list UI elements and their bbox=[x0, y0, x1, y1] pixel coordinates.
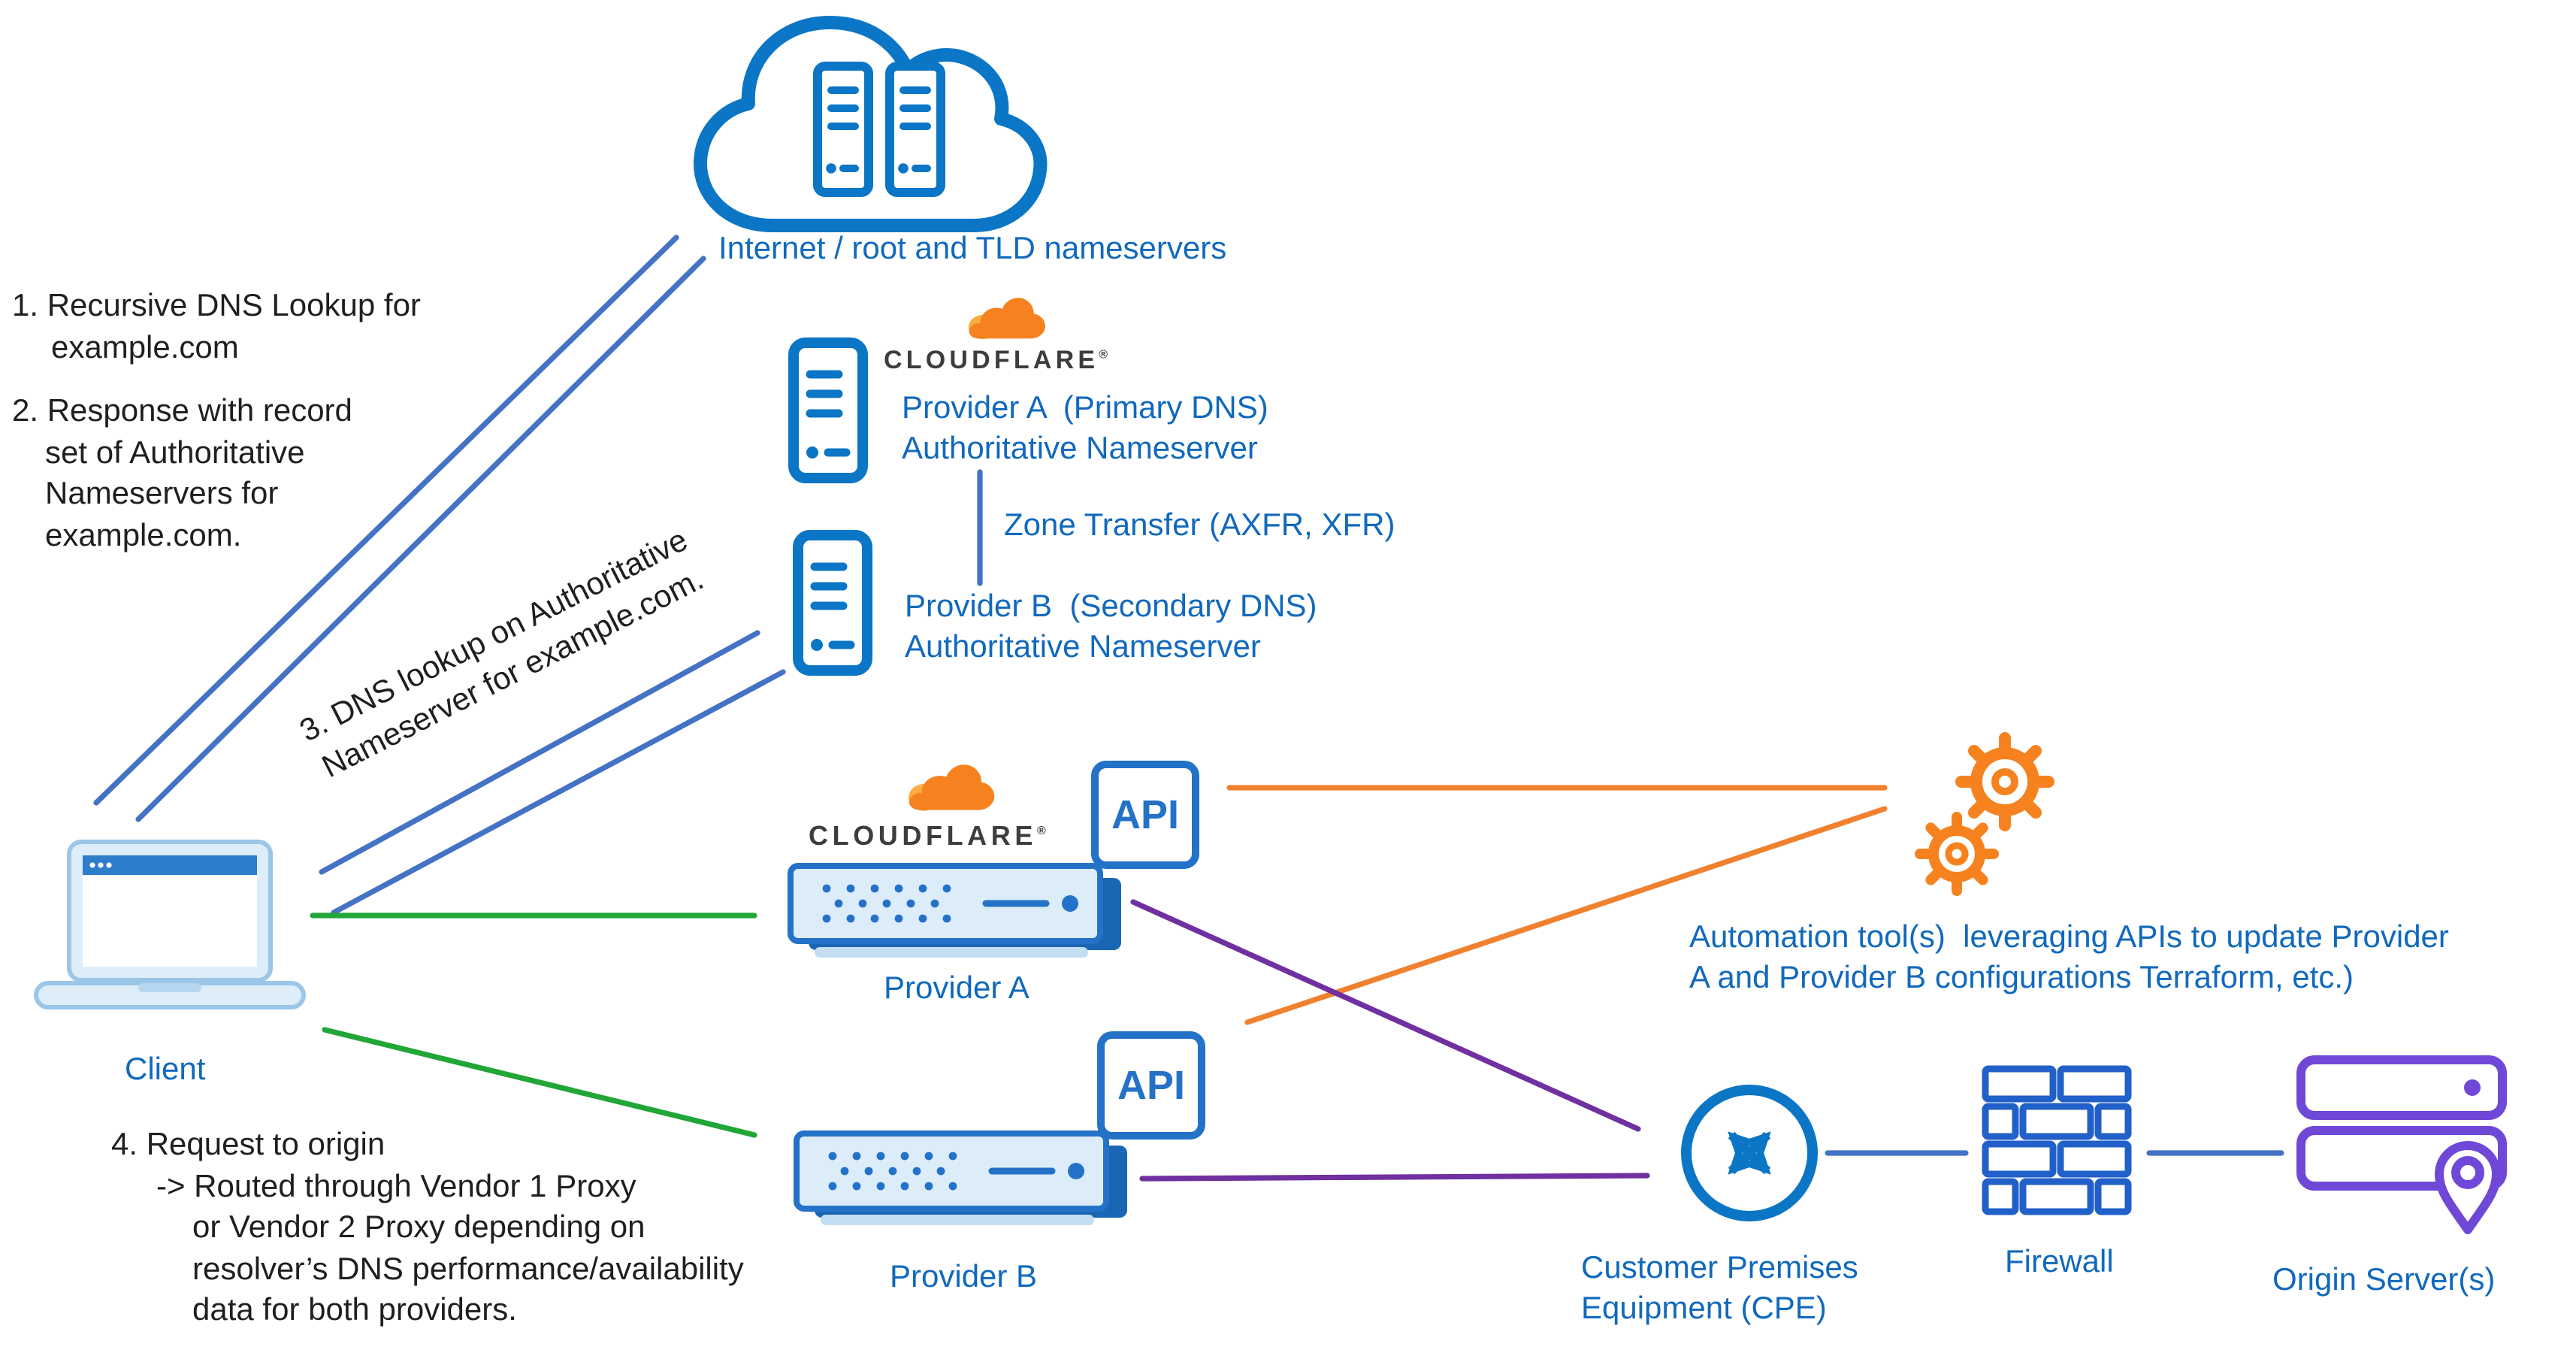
annotation-step4-line4: resolver’s DNS performance/availability bbox=[192, 1252, 744, 1286]
cloudflare-trademark-proxy: ® bbox=[1037, 824, 1046, 837]
arrow-provider-b-cpe bbox=[1139, 1173, 1650, 1182]
cloudflare-logo-cloud-icon-proxy bbox=[902, 758, 998, 815]
firewall-icon bbox=[1982, 1065, 2132, 1215]
automation-label: Automation tool(s) leveraging APIs to up… bbox=[1689, 917, 2561, 998]
annotation-step2: 2. Response with record set of Authorita… bbox=[12, 391, 352, 556]
client-laptop-icon bbox=[34, 840, 306, 1009]
annotation-step2-line2: set of Authoritative bbox=[45, 435, 305, 470]
provider-a-api-badge: API bbox=[1091, 761, 1199, 869]
provider-b-api-badge: API bbox=[1097, 1031, 1205, 1140]
internet-label: Internet / root and TLD nameservers bbox=[718, 232, 1227, 266]
annotation-step1-line2: example.com bbox=[51, 330, 239, 365]
provider-a-ns-label: Provider A (Primary DNS) Authoritative N… bbox=[902, 388, 1268, 469]
origin-label: Origin Server(s) bbox=[2272, 1263, 2496, 1297]
provider-b-api-label: API bbox=[1117, 1062, 1185, 1107]
arrow-client-provider-b bbox=[322, 1027, 757, 1138]
cloudflare-wordmark-text: CLOUDFLARE bbox=[884, 346, 1099, 374]
annotation-step2-line1: 2. Response with record bbox=[12, 394, 352, 428]
cloudflare-wordmark: CLOUDFLARE® bbox=[884, 346, 1108, 376]
provider-a-ns-name: Provider A (Primary DNS) bbox=[902, 391, 1268, 425]
cpe-label-line2: Equipment (CPE) bbox=[1581, 1291, 1827, 1326]
provider-a-ns-role: Authoritative Nameserver bbox=[902, 431, 1258, 466]
provider-b-proxy-label: Provider B bbox=[890, 1260, 1038, 1294]
provider-a-proxy-appliance-icon bbox=[788, 860, 1130, 962]
provider-b-ns-label: Provider B (Secondary DNS) Authoritative… bbox=[905, 586, 1317, 667]
cpe-label-line1: Customer Premises bbox=[1581, 1251, 1858, 1285]
provider-b-ns-role: Authoritative Nameserver bbox=[905, 630, 1261, 664]
arrow-provider-a-cpe bbox=[1130, 899, 1641, 1132]
root-nameserver-icons bbox=[813, 62, 945, 197]
cloudflare-wordmark-proxy: CLOUDFLARE® bbox=[809, 821, 1046, 852]
provider-a-proxy-label: Provider A bbox=[884, 971, 1029, 1006]
cpe-label: Customer Premises Equipment (CPE) bbox=[1581, 1248, 1858, 1329]
cpe-router-icon bbox=[1681, 1085, 1818, 1221]
annotation-step1-line1: 1. Recursive DNS Lookup for bbox=[12, 289, 421, 323]
annotation-step2-line3: Nameservers for bbox=[45, 477, 279, 511]
cloudflare-logo-cloud-icon bbox=[962, 292, 1049, 343]
provider-b-ns-name: Provider B (Secondary DNS) bbox=[905, 589, 1317, 624]
annotation-step4-line3: or Vendor 2 Proxy depending on bbox=[192, 1210, 646, 1245]
cloudflare-trademark: ® bbox=[1099, 347, 1108, 362]
origin-servers-icon bbox=[2296, 1055, 2507, 1234]
annotation-step4-line2: -> Routed through Vendor 1 Proxy bbox=[156, 1169, 636, 1203]
automation-gears-icon bbox=[1915, 732, 2054, 896]
automation-label-line2: A and Provider B configurations Terrafor… bbox=[1689, 961, 2354, 995]
provider-a-api-label: API bbox=[1111, 791, 1179, 837]
internet-cloud-icon bbox=[693, 16, 1048, 232]
zone-transfer-label: Zone Transfer (AXFR, XFR) bbox=[1004, 508, 1395, 543]
provider-b-proxy-appliance-icon bbox=[794, 1127, 1136, 1230]
cloudflare-wordmark-proxy-text: CLOUDFLARE bbox=[809, 821, 1037, 851]
annotation-step3-line2: Nameserver for example.com. bbox=[316, 561, 709, 785]
provider-b-nameserver-icon bbox=[792, 529, 873, 676]
annotation-step4-line5: data for both providers. bbox=[192, 1293, 517, 1327]
firewall-label: Firewall bbox=[2005, 1245, 2114, 1279]
annotation-step4: 4. Request to origin -> Routed through V… bbox=[111, 1124, 744, 1331]
annotation-step1: 1. Recursive DNS Lookup for example.com bbox=[12, 286, 421, 368]
automation-label-line1: Automation tool(s) leveraging APIs to up… bbox=[1689, 920, 2449, 955]
provider-a-nameserver-icon bbox=[788, 337, 869, 484]
annotation-step2-line4: example.com. bbox=[45, 518, 242, 552]
client-label: Client bbox=[125, 1052, 206, 1087]
annotation-step4-line1: 4. Request to origin bbox=[111, 1127, 385, 1162]
